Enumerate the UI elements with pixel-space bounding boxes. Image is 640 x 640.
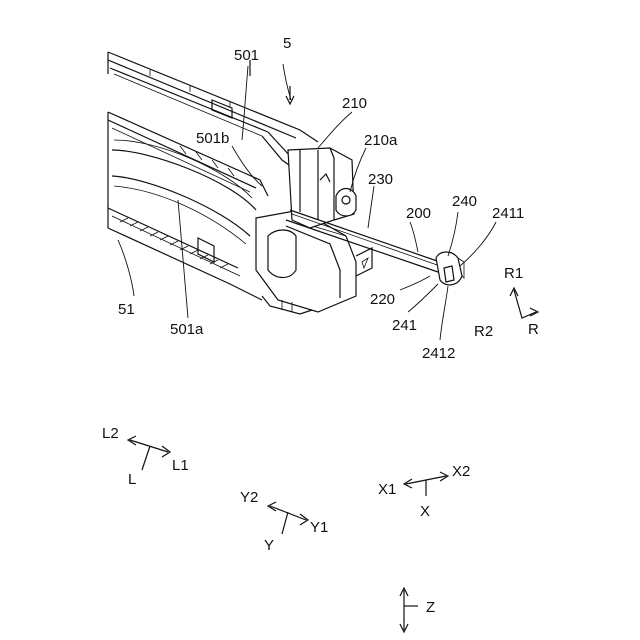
label-Z: Z (426, 599, 435, 616)
label-200: 200 (406, 205, 431, 222)
label-Y1: Y1 (310, 519, 328, 536)
label-X1: X1 (378, 481, 396, 498)
upper-frame-501 (108, 52, 318, 170)
label-Y2: Y2 (240, 489, 258, 506)
main-housing (108, 112, 268, 300)
label-241: 241 (392, 317, 417, 334)
label-210a: 210a (364, 132, 398, 149)
label-220: 220 (370, 291, 395, 308)
label-Y: Y (264, 537, 274, 554)
label-501b: 501b (196, 130, 229, 147)
label-5: 5 (283, 35, 291, 52)
label-X: X (420, 503, 430, 520)
label-R: R (528, 321, 539, 338)
reference-labels: 5 501 210 501b 210a 230 200 240 2411 51 … (102, 35, 539, 616)
direction-X (404, 472, 448, 496)
label-501: 501 (234, 47, 259, 64)
label-501a: 501a (170, 321, 204, 338)
label-2411: 2411 (492, 205, 524, 222)
label-X2: X2 (452, 463, 470, 480)
label-51: 51 (118, 301, 135, 318)
direction-L (128, 436, 170, 470)
direction-Y (268, 502, 308, 534)
label-L2: L2 (102, 425, 119, 442)
label-2412: 2412 (422, 345, 455, 362)
label-L: L (128, 471, 136, 488)
label-R2: R2 (474, 323, 493, 340)
label-240: 240 (452, 193, 477, 210)
direction-Z (400, 588, 418, 632)
label-L1: L1 (172, 457, 189, 474)
direction-R (510, 288, 538, 318)
label-230: 230 (368, 171, 393, 188)
label-R1: R1 (504, 265, 523, 282)
label-210: 210 (342, 95, 367, 112)
knob-240 (436, 252, 464, 285)
